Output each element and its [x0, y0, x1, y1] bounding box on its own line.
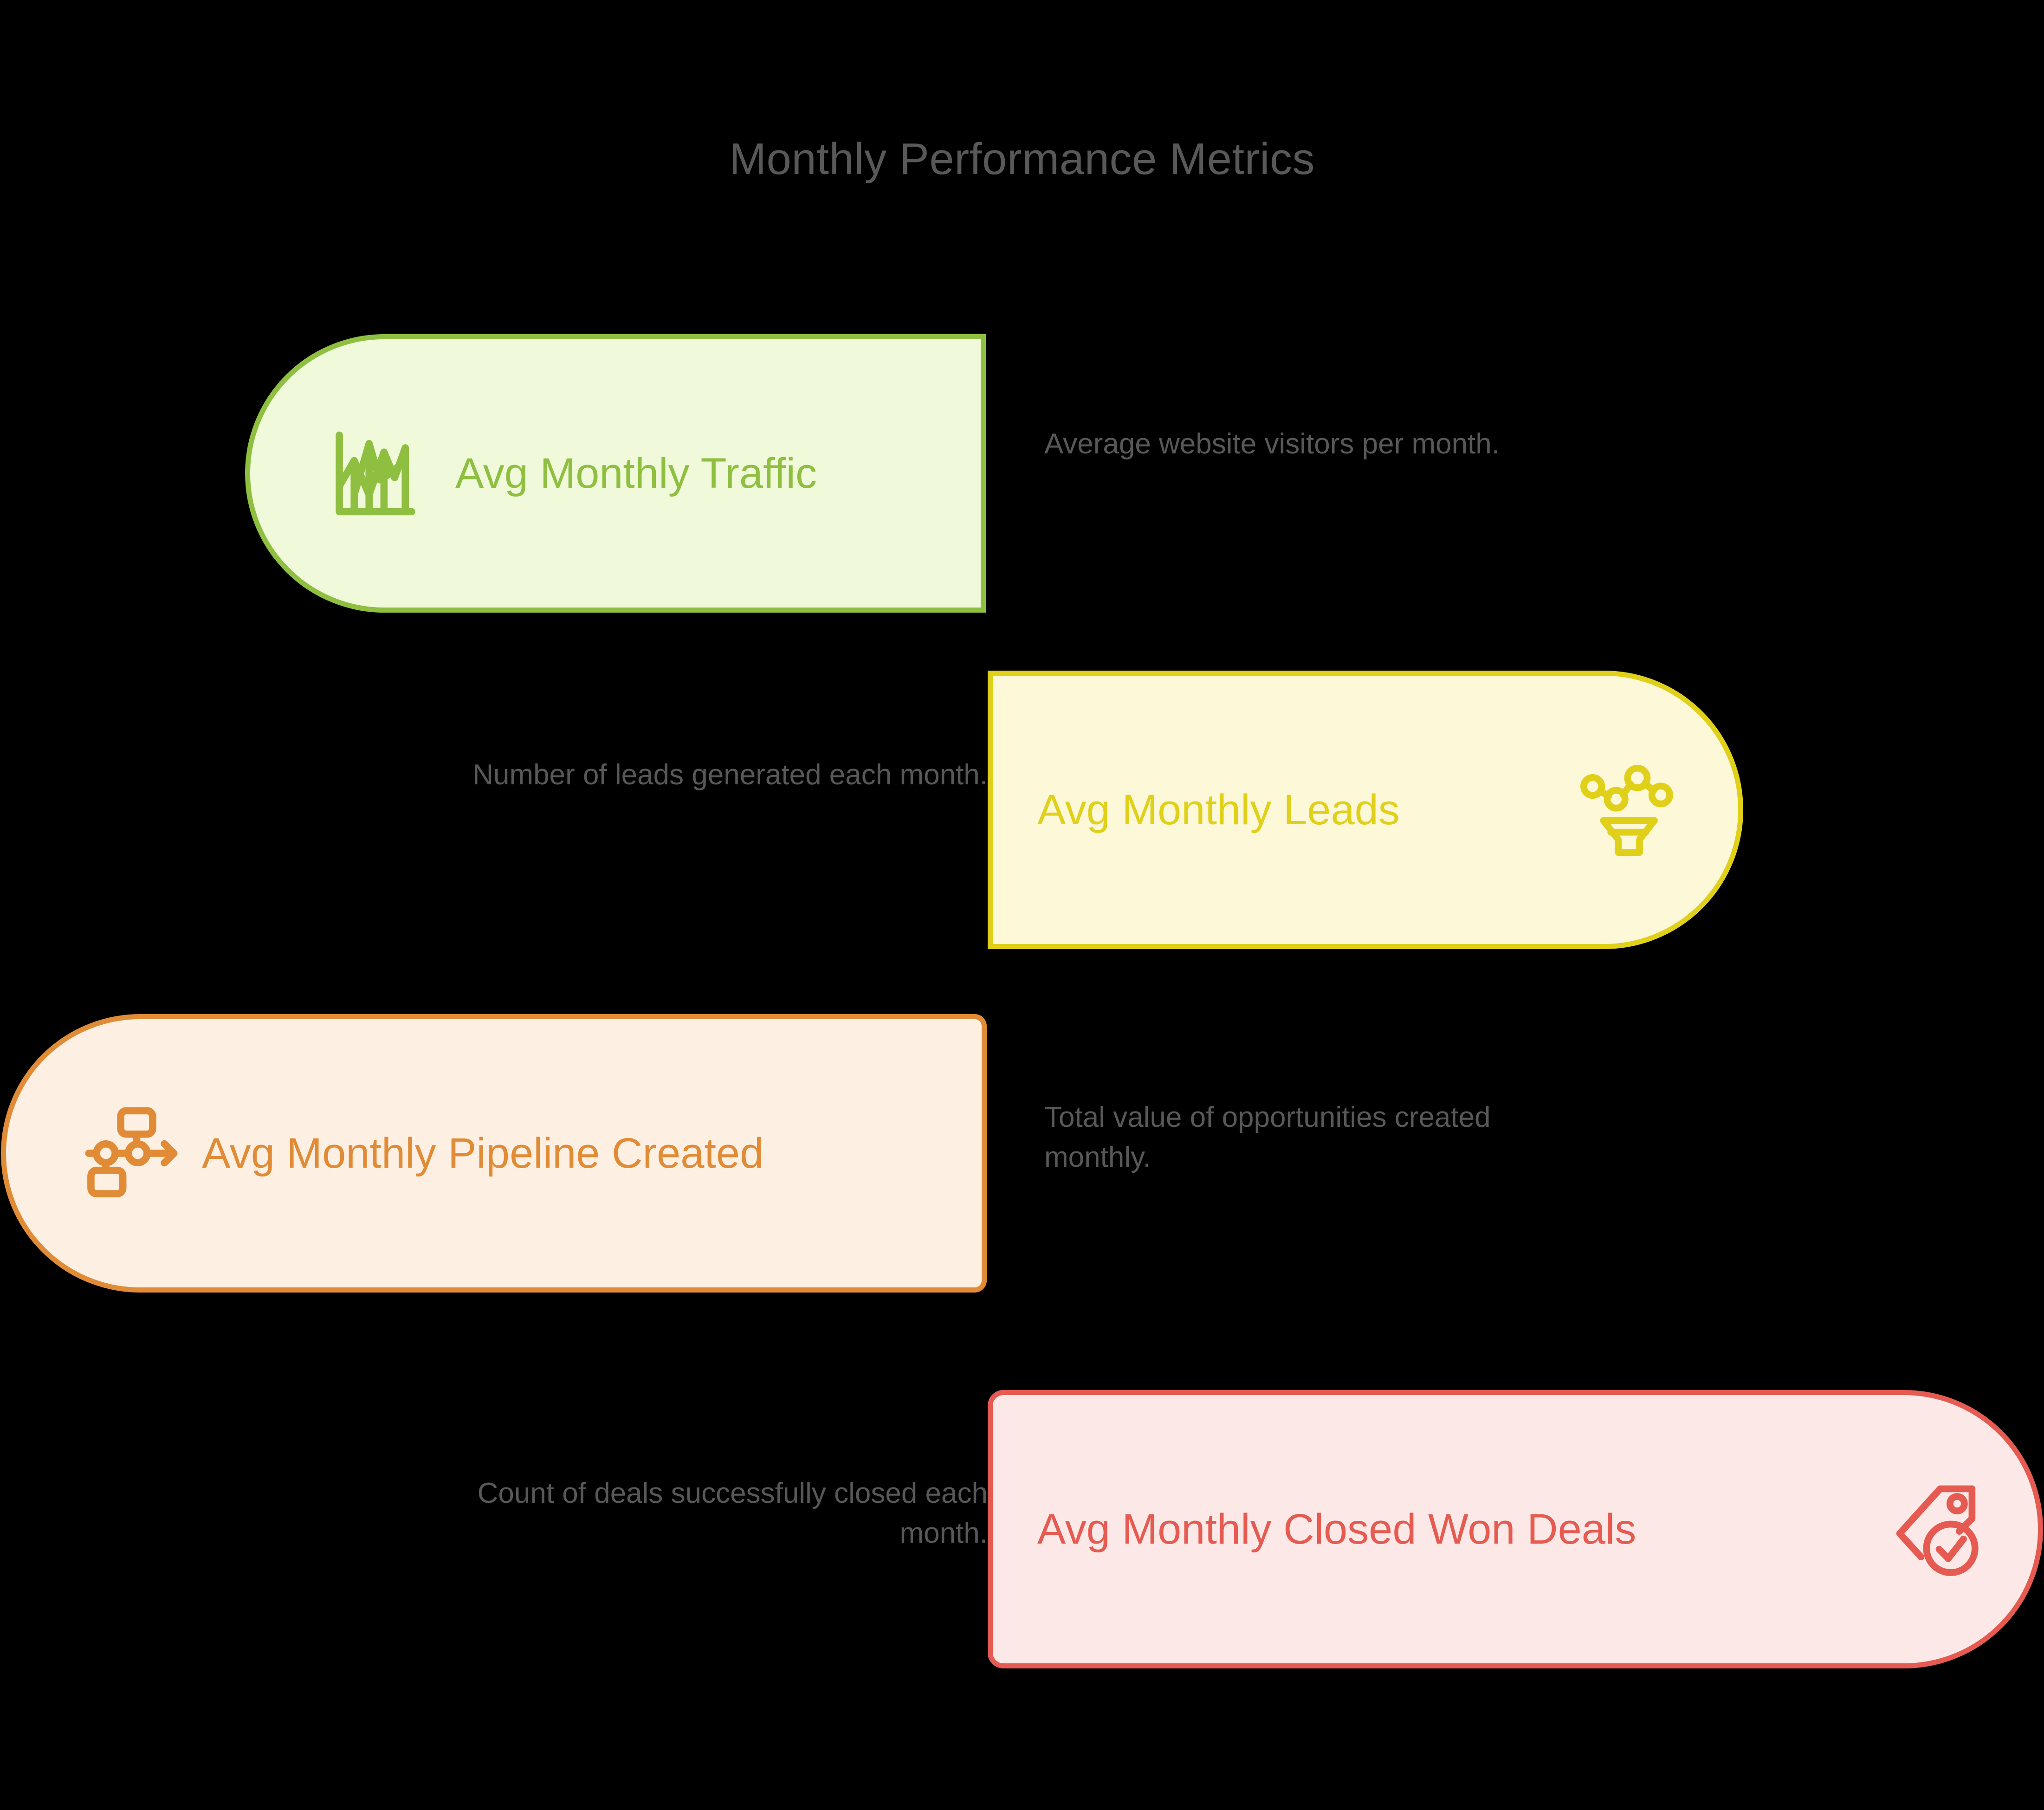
metric-card-pipeline[interactable]: Avg Monthly Pipeline Created	[1, 1014, 987, 1293]
metric-row: Count of deals successfully closed each …	[0, 1381, 2044, 1678]
metric-description: Total value of opportunities created mon…	[1044, 1101, 1491, 1173]
metric-label: Avg Monthly Pipeline Created	[202, 1130, 764, 1177]
bar-chart-icon	[336, 431, 415, 516]
lead-funnel-icon	[1580, 764, 1673, 856]
metric-label: Avg Monthly Leads	[1037, 786, 1400, 834]
metric-row: Number of leads generated each month. Av…	[0, 661, 2044, 958]
metric-row: Avg Monthly Traffic Average website visi…	[0, 325, 2044, 622]
metric-card-closed-won[interactable]: Avg Monthly Closed Won Deals	[988, 1390, 2043, 1668]
workflow-pipeline-icon	[85, 1107, 178, 1197]
metric-card-leads[interactable]: Avg Monthly Leads	[988, 671, 1743, 949]
metric-label: Avg Monthly Traffic	[455, 450, 817, 497]
tag-check-icon	[1896, 1485, 1979, 1576]
metric-description: Average website visitors per month.	[1044, 428, 1500, 460]
metric-card-traffic[interactable]: Avg Monthly Traffic	[245, 334, 986, 613]
page-title: Monthly Performance Metrics	[729, 134, 1315, 184]
metric-description: Number of leads generated each month.	[472, 759, 988, 791]
metric-label: Avg Monthly Closed Won Deals	[1037, 1506, 1636, 1553]
metric-row: Avg Monthly Pipeline Created Total value…	[0, 1005, 2044, 1302]
metric-description: Count of deals successfully closed each …	[477, 1477, 988, 1549]
